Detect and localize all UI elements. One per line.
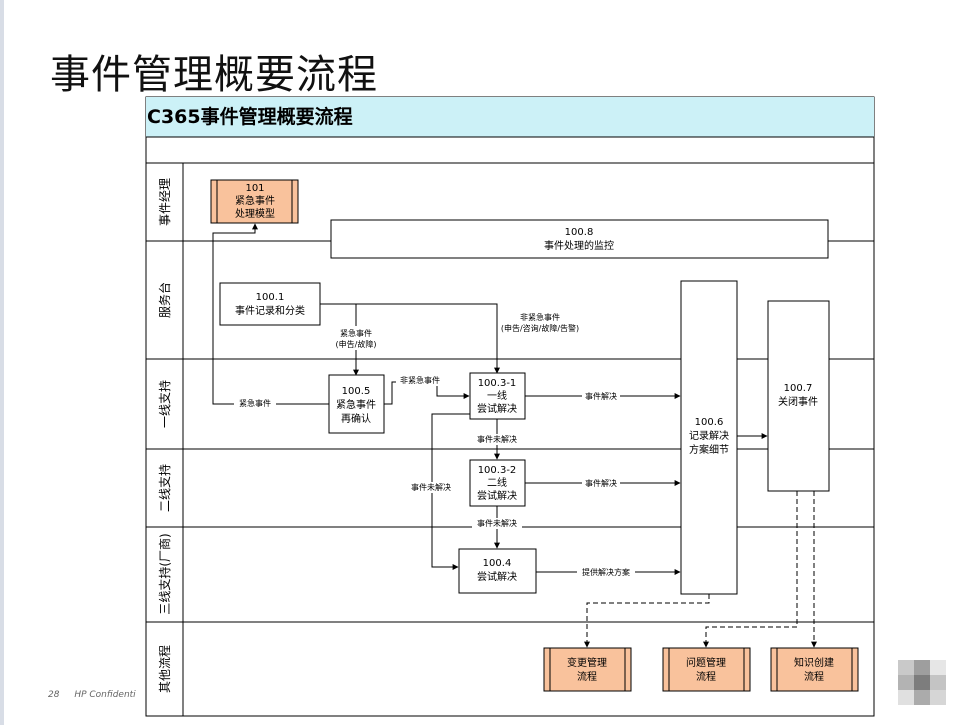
- svg-text:一线: 一线: [487, 389, 507, 402]
- lane-label-second-line: 二线支持: [157, 464, 172, 512]
- slide-footer: 28 HP Confidenti: [48, 690, 136, 700]
- svg-text:100.4: 100.4: [483, 558, 512, 569]
- dashed-connectors: [584, 491, 817, 648]
- box-101-emergency-model: 101 紧急事件 处理模型: [210, 179, 299, 224]
- box-knowledge-creation: 知识创建 流程: [770, 647, 859, 692]
- svg-text:流程: 流程: [577, 670, 597, 683]
- svg-text:尝试解决: 尝试解决: [477, 402, 517, 415]
- svg-text:处理模型: 处理模型: [235, 207, 275, 220]
- svg-text:流程: 流程: [696, 670, 716, 683]
- svg-text:紧急事件: 紧急事件: [336, 398, 376, 411]
- label-resolved-2: 事件解决: [585, 478, 617, 488]
- lane-label-other-processes: 其他流程: [157, 645, 172, 693]
- label-urgent-mid-sub: (申告/故障): [336, 339, 377, 349]
- pixelated-watermark: [898, 660, 946, 705]
- footer-page-number: 28: [48, 690, 60, 700]
- slide-title: 事件管理概要流程: [50, 52, 378, 98]
- box-100-8-monitoring: 100.8 事件处理的监控: [330, 219, 829, 259]
- label-resolved-1: 事件解决: [585, 391, 617, 401]
- svg-text:100.7: 100.7: [784, 383, 813, 394]
- svg-text:尝试解决: 尝试解决: [477, 570, 517, 583]
- svg-text:关闭事件: 关闭事件: [778, 395, 818, 408]
- box-100-4-vendor-attempt: 100.4 尝试解决: [458, 548, 537, 594]
- svg-text:100.5: 100.5: [342, 386, 371, 397]
- label-nonurgent-top-sub: (申告/咨询/故障/告警): [501, 323, 579, 333]
- svg-text:事件记录和分类: 事件记录和分类: [235, 304, 305, 317]
- lane-label-first-line: 一线支持: [157, 380, 172, 428]
- box-change-management: 变更管理 流程: [543, 647, 632, 692]
- svg-text:事件处理的监控: 事件处理的监控: [544, 239, 614, 252]
- svg-text:问题管理: 问题管理: [686, 656, 726, 669]
- box-100-5-urgent-reconfirm: 100.5 紧急事件 再确认: [328, 374, 385, 434]
- footer-confidential-text: HP Confidenti: [74, 690, 136, 700]
- svg-text:100.8: 100.8: [565, 227, 594, 238]
- svg-text:二线: 二线: [487, 476, 507, 489]
- label-unresolved-left: 事件未解决: [411, 482, 451, 492]
- svg-text:100.3-1: 100.3-1: [478, 378, 517, 389]
- label-urgent-mid: 紧急事件: [340, 328, 372, 338]
- lane-label-third-line: 三线支持(厂商): [157, 533, 172, 614]
- svg-text:流程: 流程: [804, 670, 824, 683]
- diagram-title: C365事件管理概要流程: [147, 105, 353, 128]
- box-problem-management: 问题管理 流程: [662, 647, 751, 692]
- diagram-header-band: [146, 97, 874, 137]
- lane-label-incident-manager: 事件经理: [158, 178, 172, 226]
- svg-text:再确认: 再确认: [341, 412, 371, 425]
- box-100-3-2-second-line-attempt: 100.3-2 二线 尝试解决: [469, 459, 526, 507]
- label-unresolved-1: 事件未解决: [477, 434, 517, 444]
- lane-label-service-desk: 服务台: [157, 282, 172, 318]
- box-100-3-1-first-line-attempt: 100.3-1 一线 尝试解决: [469, 372, 526, 420]
- box-100-1-record-classify: 100.1 事件记录和分类: [219, 282, 321, 326]
- svg-text:100.6: 100.6: [695, 417, 724, 428]
- svg-text:101: 101: [245, 183, 264, 194]
- label-provide-solution: 提供解决方案: [582, 567, 630, 577]
- svg-text:方案细节: 方案细节: [689, 443, 729, 456]
- box-100-7-close-incident: 100.7 关闭事件: [767, 300, 830, 492]
- label-nonurgent-small: 非紧急事件: [400, 375, 440, 385]
- svg-text:100.1: 100.1: [256, 292, 285, 303]
- box-100-6-record-solution: 100.6 记录解决 方案细节: [680, 280, 738, 595]
- svg-text:知识创建: 知识创建: [794, 656, 834, 669]
- svg-text:变更管理: 变更管理: [567, 656, 607, 669]
- label-urgent-left: 紧急事件: [239, 398, 271, 408]
- svg-text:100.3-2: 100.3-2: [478, 465, 517, 476]
- slide-left-border: [0, 0, 4, 725]
- svg-text:尝试解决: 尝试解决: [477, 489, 517, 502]
- label-nonurgent-top: 非紧急事件: [520, 312, 560, 322]
- svg-text:记录解决: 记录解决: [689, 429, 729, 442]
- label-unresolved-2: 事件未解决: [477, 518, 517, 528]
- svg-text:紧急事件: 紧急事件: [235, 194, 275, 207]
